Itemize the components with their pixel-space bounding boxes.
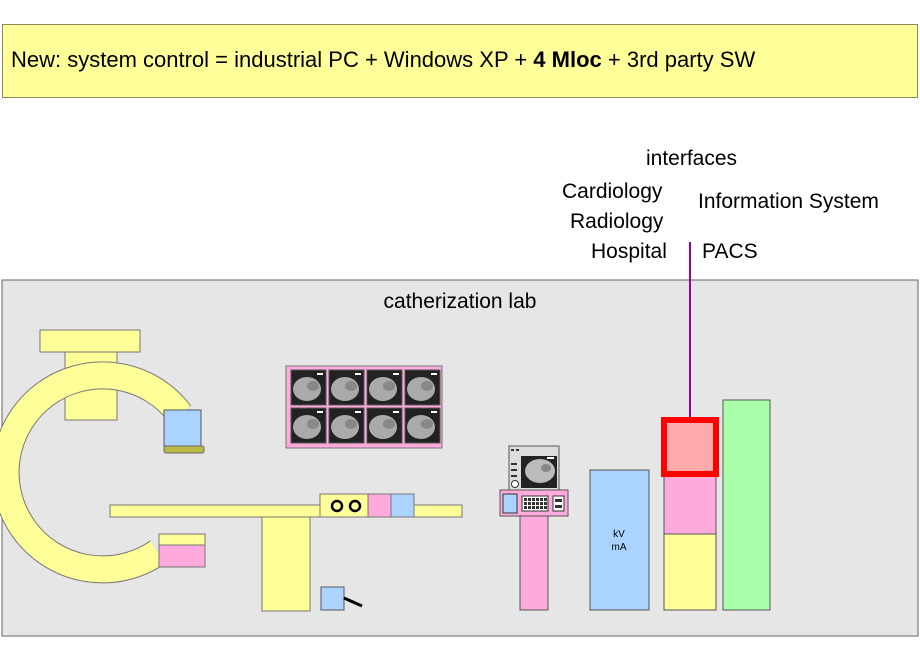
interface-hospital: Hospital xyxy=(591,240,667,263)
console-monitor-marker xyxy=(547,457,554,459)
monitor-screen xyxy=(404,407,441,444)
console-panel xyxy=(502,493,518,514)
control-knob-2 xyxy=(348,499,362,513)
keyboard-key xyxy=(540,506,543,509)
interface-radiology: Radiology xyxy=(570,210,664,233)
console-monitor-image xyxy=(525,459,555,483)
keyboard-key xyxy=(528,506,531,509)
console-led xyxy=(511,469,517,471)
console-keypad xyxy=(552,495,565,512)
keyboard-key xyxy=(544,506,547,509)
system-control-pc xyxy=(661,417,719,477)
cabinet-pink-section xyxy=(663,473,717,535)
banner-text: New: system control = industrial PC + Wi… xyxy=(11,47,755,73)
keyboard-key xyxy=(532,498,535,501)
keyboard-key xyxy=(544,498,547,501)
keyboard-key xyxy=(532,506,535,509)
interface-cardiology: Cardiology xyxy=(562,180,663,203)
cabinet-yellow-section xyxy=(663,533,717,611)
keyboard-key xyxy=(540,502,543,505)
generator xyxy=(589,469,650,611)
foot-pedal xyxy=(320,586,363,611)
console-keypad-key xyxy=(555,505,562,508)
keyboard-key xyxy=(524,502,527,505)
operator-console xyxy=(499,445,569,611)
banner-suffix: + 3rd party SW xyxy=(601,47,756,72)
console-pedestal xyxy=(519,515,549,611)
keyboard-key xyxy=(524,498,527,501)
generator-kv-label: kV xyxy=(613,529,625,540)
console-led xyxy=(516,449,519,451)
keyboard-key xyxy=(536,506,539,509)
keyboard-key xyxy=(528,498,531,501)
interface-pacs: PACS xyxy=(702,240,758,263)
green-cabinet xyxy=(722,399,771,611)
foot-switch-lever xyxy=(343,596,363,608)
console-monitor-detail xyxy=(541,464,551,472)
console-dial xyxy=(511,480,519,488)
table-base xyxy=(261,516,311,612)
banner-prefix: New: system control = industrial PC + Wi… xyxy=(11,47,534,72)
generator-cabinet: kV mA xyxy=(589,469,650,611)
interfaces-heading: interfaces xyxy=(646,147,738,170)
console-led xyxy=(511,463,517,465)
table-module-blue xyxy=(390,493,415,518)
ceiling-mount xyxy=(39,329,141,353)
announcement-banner: New: system control = industrial PC + Wi… xyxy=(2,24,918,98)
detector xyxy=(163,409,202,447)
keyboard-key xyxy=(544,502,547,505)
keyboard-key xyxy=(532,502,535,505)
monitor-screen xyxy=(290,369,327,406)
monitor-screen xyxy=(404,369,441,406)
console-keypad-key xyxy=(555,499,562,502)
generator-ma-label: mA xyxy=(612,542,627,553)
foot-switch xyxy=(320,586,345,611)
monitor-bank xyxy=(285,365,443,449)
monitor-screen xyxy=(328,369,365,406)
keyboard-key xyxy=(536,498,539,501)
lab-title: catherization lab xyxy=(384,290,537,313)
keyboard-key xyxy=(540,498,543,501)
table-module-pink xyxy=(367,493,392,518)
x-ray-tube xyxy=(158,544,206,568)
c-arm-system xyxy=(0,329,206,584)
monitor-screen xyxy=(290,407,327,444)
patient-table xyxy=(109,493,463,612)
monitor-screen xyxy=(366,369,403,406)
tube-housing xyxy=(158,533,206,546)
console-led xyxy=(511,475,517,477)
monitor-screen xyxy=(328,407,365,444)
keyboard-key xyxy=(536,502,539,505)
keyboard-key xyxy=(524,506,527,509)
console-led xyxy=(511,449,514,451)
c-arm xyxy=(0,362,191,583)
system-control-cabinet xyxy=(661,417,719,611)
monitor-screen xyxy=(366,407,403,444)
interface-information-system: Information System xyxy=(698,190,879,213)
banner-bold: 4 Mloc xyxy=(533,47,602,72)
control-knob-1 xyxy=(330,499,344,513)
detector-plate xyxy=(163,445,205,454)
keyboard-key xyxy=(528,502,531,505)
